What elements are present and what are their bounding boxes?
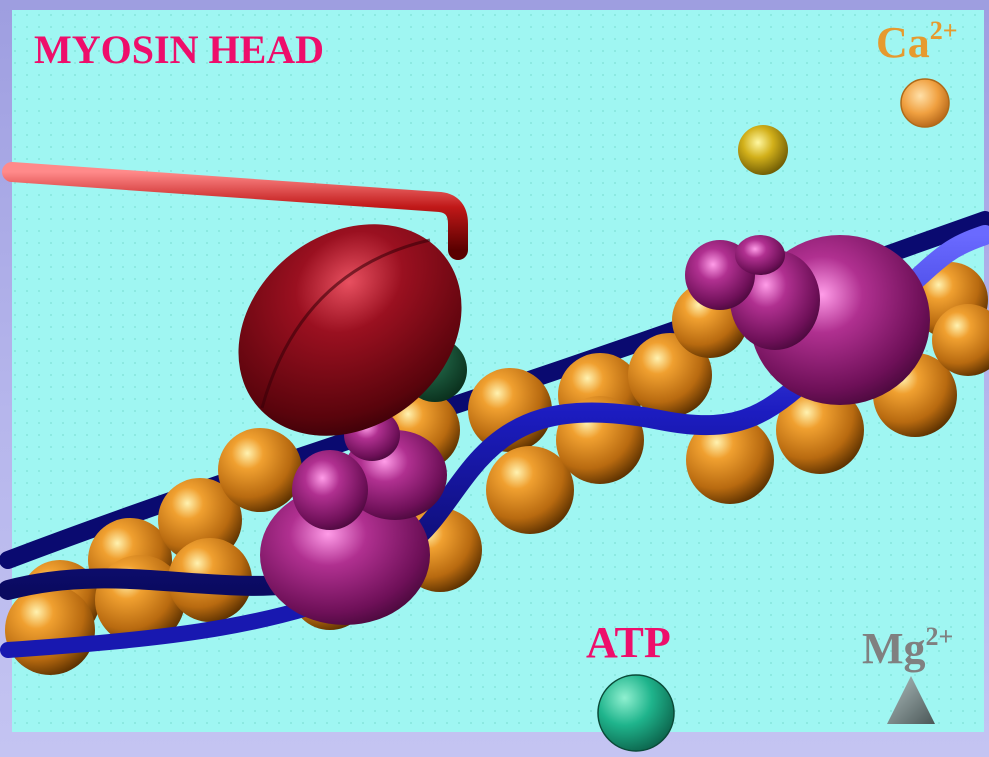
magnesium-legend: Mg2+ (862, 622, 953, 724)
magnesium-label: Mg2+ (862, 622, 953, 673)
troponin-complex-left (260, 409, 447, 625)
myosin-head (238, 224, 462, 436)
myosin-tail-rod (2, 162, 468, 260)
diagram-title: MYOSIN HEAD (34, 27, 324, 72)
troponin-complex-right (685, 235, 930, 405)
green-sphere-icon (597, 674, 675, 752)
atp-legend: ATP (586, 618, 675, 752)
calcium-legend: Ca2+ (876, 16, 958, 128)
calcium-label: Ca2+ (876, 16, 958, 67)
grey-triangle-icon (887, 676, 935, 724)
atp-label: ATP (586, 618, 671, 667)
free-ion-sphere (738, 125, 788, 175)
orange-sphere-icon (900, 78, 950, 128)
